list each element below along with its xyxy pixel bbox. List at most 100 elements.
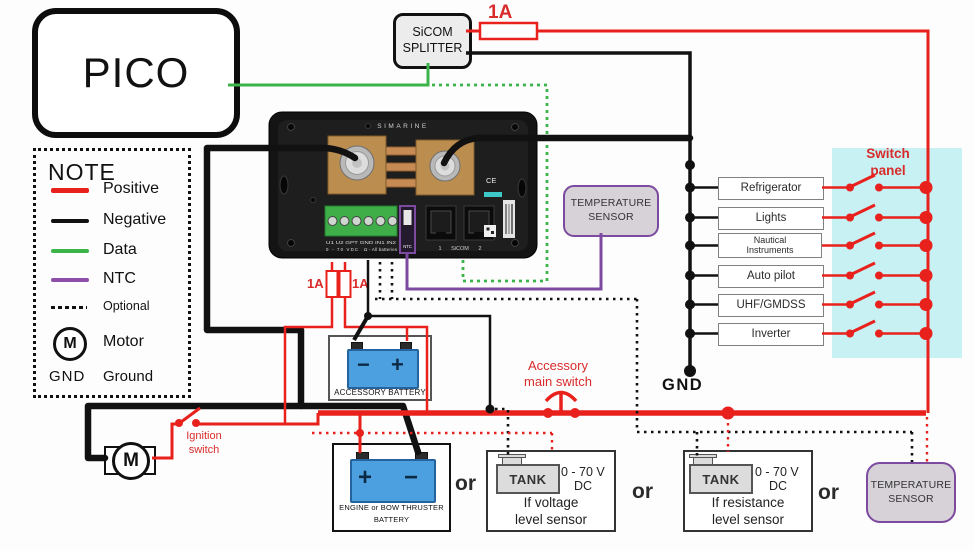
device-ntc-label: NTC bbox=[403, 244, 412, 249]
junction-tank2-tap bbox=[721, 406, 735, 420]
legend-gnd-abbr: GND bbox=[49, 368, 86, 385]
temperature-sensor-mid-box: TEMPERATURE SENSOR bbox=[563, 185, 659, 237]
tank1-voltage-range: 0 - 70 V bbox=[561, 465, 605, 479]
legend-gnd-label: Ground bbox=[103, 368, 154, 385]
accessory-switch-label-line1: Accessory bbox=[528, 358, 588, 373]
data-line-swatch bbox=[51, 249, 89, 253]
pico-label: PICO bbox=[82, 49, 190, 96]
tank1-caption: If voltage level sensor bbox=[488, 495, 614, 529]
device-box-auto-pilot: Auto pilot bbox=[718, 265, 824, 288]
legend-item-ntc: NTC bbox=[103, 270, 136, 287]
splitter-line2: SPLITTER bbox=[402, 41, 463, 55]
device-sicom-port2: 2 bbox=[478, 246, 481, 252]
tank1-cap-bar bbox=[498, 454, 526, 458]
device-sicom-label: SiCOM bbox=[451, 246, 469, 252]
device-box-refrigerator: Refrigerator bbox=[718, 177, 824, 200]
positive-line-swatch bbox=[51, 188, 89, 193]
device-ce-mark: CE bbox=[486, 176, 496, 185]
fuse-1a-right bbox=[338, 270, 352, 298]
device-box-nautical-instruments: Nautical Instruments bbox=[718, 233, 822, 258]
legend-note-box: NOTE Positive Negative Data NTC Optional… bbox=[33, 148, 191, 398]
tank1-body: TANK bbox=[496, 464, 560, 494]
accessory-battery-minus-sign: − bbox=[357, 352, 370, 377]
or-label-3: or bbox=[818, 481, 839, 504]
or-label-2: or bbox=[632, 480, 653, 503]
motor-icon: M bbox=[53, 327, 87, 361]
device-box-inverter: Inverter bbox=[718, 323, 824, 346]
ntc-line-swatch bbox=[51, 278, 89, 282]
fuse-1a-left-label: 1A bbox=[307, 276, 324, 291]
junction-engine-tap bbox=[356, 429, 364, 437]
temp-mid-line2: SENSOR bbox=[588, 211, 634, 223]
accessory-main-switch bbox=[544, 390, 578, 413]
motor-unit: M bbox=[112, 442, 150, 480]
tank2-cap-bar bbox=[689, 454, 717, 458]
fuse-1a-left bbox=[325, 270, 339, 298]
fuse-1a-right-label: 1A bbox=[352, 276, 369, 291]
device-box-uhf-gmdss: UHF/GMDSS bbox=[718, 294, 824, 317]
ignition-dot-left bbox=[175, 419, 183, 427]
tank1-dc: DC bbox=[574, 479, 593, 493]
switch-panel-title: Switch panel bbox=[845, 146, 931, 180]
legend-item-optional: Optional bbox=[103, 299, 150, 313]
shunt-device: SIMARINE U1 U2 GPT GND IN1 IN2 0 - 70 VD… bbox=[268, 110, 538, 260]
accessory-battery-plus-sign: + bbox=[391, 352, 404, 377]
tank1-caption-line2: level sensor bbox=[514, 511, 588, 527]
tank2-caption-line1: If resistance bbox=[711, 495, 785, 510]
tank2-voltage-range: 0 - 70 V bbox=[755, 465, 799, 479]
shunt-device-graphic: SIMARINE U1 U2 GPT GND IN1 IN2 0 - 70 VD… bbox=[268, 111, 538, 259]
junction-sense-bus bbox=[485, 404, 495, 414]
switch-panel-title-line1: Switch bbox=[866, 146, 910, 161]
motor-letter: M bbox=[123, 450, 139, 471]
accessory-battery-label: ACCESSORY BATTERY bbox=[334, 388, 426, 397]
ignition-dot-right bbox=[192, 419, 200, 427]
device-sicom-port1: 1 bbox=[438, 246, 441, 252]
accessory-switch-dot-left bbox=[543, 408, 553, 418]
engine-battery-box: + − ENGINE or BOW THRUSTER BATTERY bbox=[332, 443, 451, 532]
wire-positive-ignition-bus bbox=[196, 413, 320, 426]
fuse-1a-top bbox=[478, 21, 539, 41]
temp-mid-line1: TEMPERATURE bbox=[570, 197, 652, 210]
accessory-battery-box: − + ACCESSORY BATTERY bbox=[328, 335, 432, 401]
engine-battery-label-line1: ENGINE or BOW THRUSTER bbox=[339, 503, 444, 512]
device-box-lights: Lights bbox=[718, 207, 824, 230]
switch-panel-title-line2: panel bbox=[870, 162, 906, 178]
tank2-caption-line2: level sensor bbox=[711, 511, 785, 527]
legend-title: NOTE bbox=[48, 159, 116, 185]
engine-battery-plus-sign: + bbox=[358, 464, 373, 491]
ignition-switch-label: Ignition switch bbox=[172, 430, 236, 458]
engine-battery-body bbox=[350, 459, 436, 503]
ignition-switch-lever bbox=[180, 406, 201, 424]
temp-bottom-line1: TEMPERATURE bbox=[870, 478, 952, 491]
negative-bus-junctions bbox=[684, 160, 696, 377]
ignition-label-line2: switch bbox=[188, 443, 220, 456]
splitter-line1: SiCOM bbox=[412, 25, 453, 40]
negative-line-swatch bbox=[51, 219, 89, 223]
pico-display-box: PICO bbox=[32, 8, 240, 138]
or-label-1: or bbox=[455, 472, 476, 495]
sicom-splitter-box: SiCOM SPLITTER bbox=[393, 13, 472, 69]
optional-line-swatch bbox=[51, 306, 87, 309]
legend-item-negative: Negative bbox=[103, 211, 167, 228]
accessory-main-switch-label: Accessory main switch bbox=[512, 358, 604, 391]
ignition-label-line1: Ignition bbox=[186, 430, 222, 442]
tank2-body: TANK bbox=[689, 464, 753, 494]
gnd-label: GND bbox=[662, 376, 704, 394]
device-terminal-labels: U1 U2 GPT GND IN1 IN2 bbox=[326, 240, 397, 245]
device-brand: SIMARINE bbox=[377, 123, 428, 130]
tank2-label: TANK bbox=[702, 471, 740, 487]
tank1-label: TANK bbox=[509, 471, 547, 487]
accessory-switch-dot-right bbox=[570, 408, 580, 418]
tank1-caption-line1: If voltage bbox=[523, 495, 579, 510]
legend-item-data: Data bbox=[103, 241, 137, 258]
tank2-dc: DC bbox=[769, 479, 788, 493]
temp-bottom-line2: SENSOR bbox=[888, 492, 934, 505]
accessory-switch-label-line2: main switch bbox=[524, 374, 592, 390]
engine-battery-label-line2: BATTERY bbox=[373, 515, 410, 524]
device-terminal-ohm: Ω - All batteries bbox=[364, 247, 397, 252]
temperature-sensor-bottom-box: TEMPERATURE SENSOR bbox=[866, 462, 956, 523]
junction-accessory-negative bbox=[364, 312, 372, 320]
engine-battery-minus-sign: − bbox=[404, 464, 419, 491]
tank-resistance-option-box: TANK 0 - 70 V DC If resistance level sen… bbox=[683, 450, 813, 532]
